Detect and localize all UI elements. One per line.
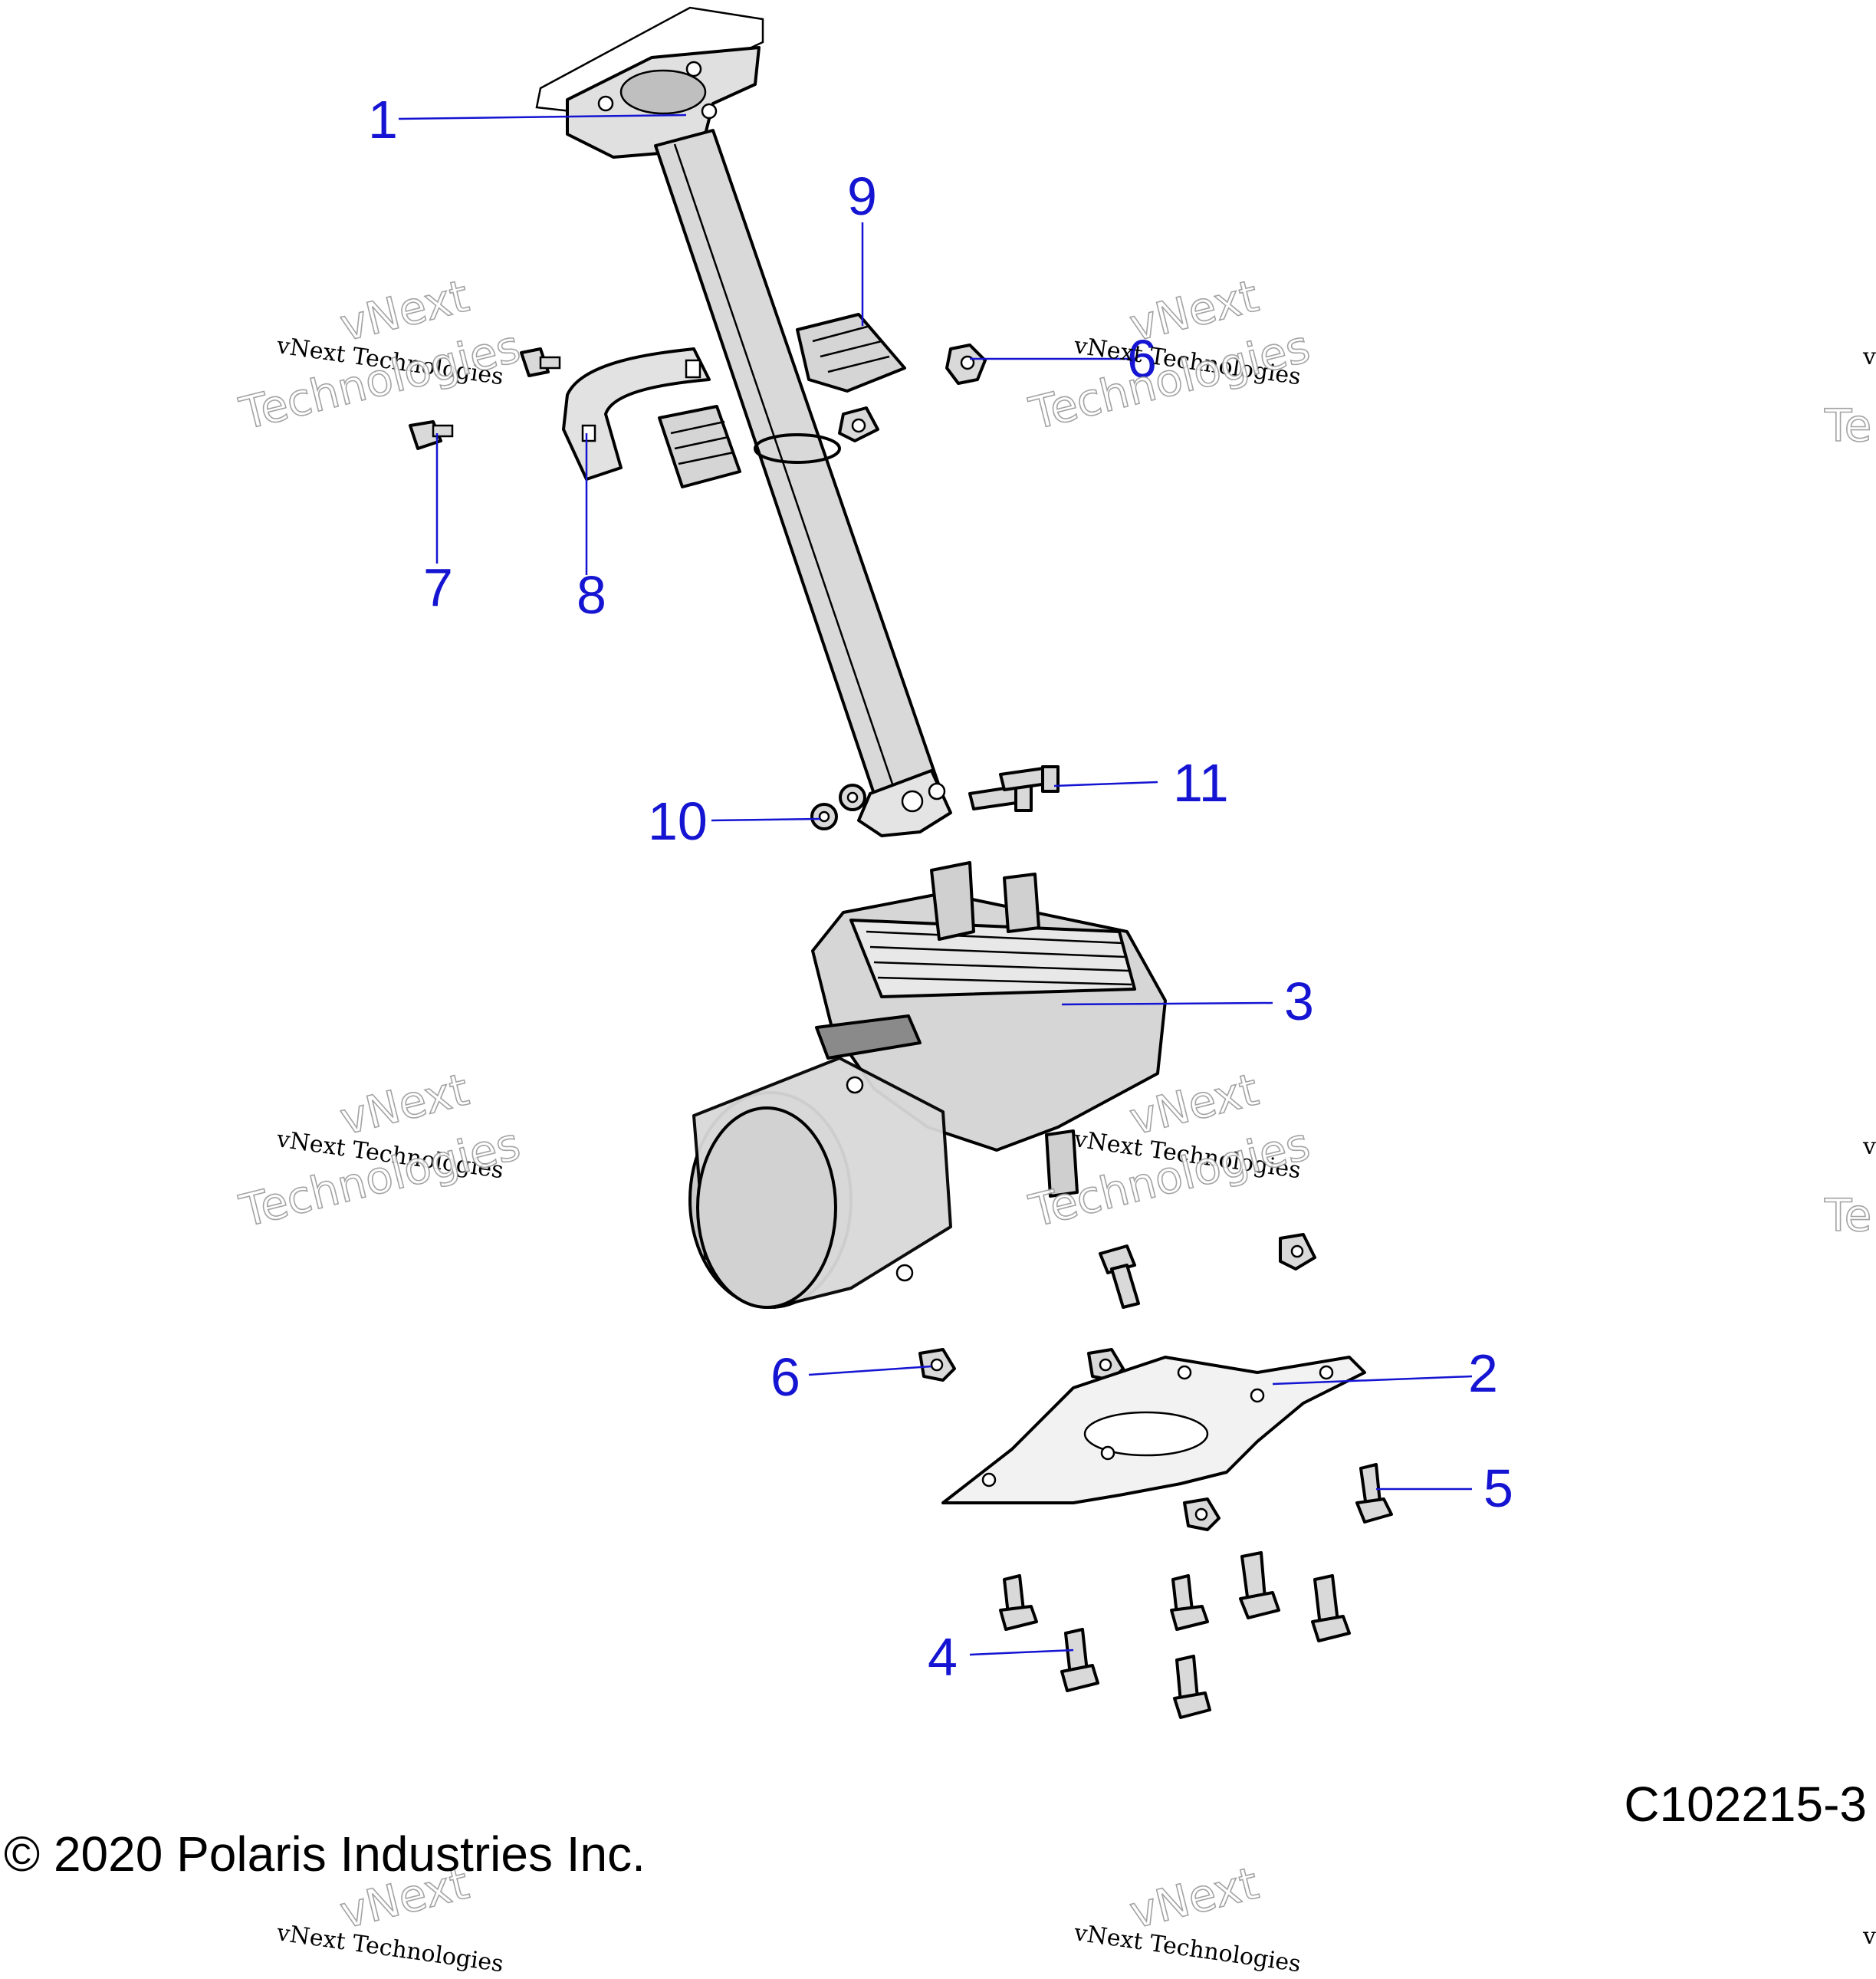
watermark-edge-te-2: Te — [1824, 1189, 1871, 1241]
bolts-4 — [999, 1551, 1351, 1719]
nuts-10 — [810, 784, 866, 830]
callout-11: 11 — [1173, 753, 1229, 813]
upper-mount-plate — [535, 6, 764, 159]
leader-lines — [398, 113, 1473, 1656]
bushing-left — [658, 405, 741, 488]
watermark-edge-v-1: v — [1862, 344, 1876, 370]
nut-6-lower — [918, 1348, 956, 1382]
steering-column — [654, 129, 952, 837]
nut-upper-left — [838, 406, 879, 442]
eps-unit — [688, 861, 1167, 1309]
callout-2: 2 — [1468, 1343, 1498, 1403]
bolts-11 — [968, 765, 1060, 812]
nut-mid — [1279, 1233, 1316, 1271]
callout-4: 4 — [928, 1627, 958, 1687]
figure-id: C102215-3 — [1624, 1777, 1867, 1832]
nut-6-top — [945, 344, 987, 385]
bolt-upper-left — [520, 347, 561, 377]
bolt-5 — [1355, 1463, 1393, 1524]
bushing-right — [796, 313, 906, 393]
svg-text:vNext Technologies: vNext Technologies — [1072, 1919, 1303, 1977]
callout-5: 5 — [1483, 1458, 1513, 1518]
mounting-plate — [941, 1356, 1366, 1504]
column-band — [754, 433, 841, 464]
watermark-6: vNext Technologies — [1072, 1919, 1303, 1977]
callout-7: 7 — [423, 557, 453, 617]
watermark-edge-v-3: v — [1862, 1923, 1876, 1950]
bolt-7 — [409, 420, 454, 450]
callout-9: 9 — [847, 166, 877, 226]
callout-6-top: 6 — [1127, 329, 1157, 389]
callout-6-lower: 6 — [770, 1347, 800, 1407]
callout-labels: 1 2 3 4 5 6 6 7 8 9 10 11 — [368, 90, 1513, 1687]
nut-below-plate — [1183, 1497, 1221, 1531]
callout-3: 3 — [1284, 971, 1314, 1031]
watermark-6c: vNext — [1124, 1856, 1263, 1940]
svg-text:vNext: vNext — [1125, 1857, 1263, 1939]
callout-10: 10 — [648, 791, 708, 851]
bolt-mid — [1099, 1244, 1140, 1309]
copyright: © 2020 Polaris Industries Inc. — [4, 1826, 646, 1882]
watermark-edge-te-1: Te — [1824, 399, 1871, 452]
callout-1: 1 — [368, 90, 398, 150]
watermark-edge-v-2: v — [1862, 1133, 1876, 1160]
callout-8: 8 — [577, 565, 606, 625]
